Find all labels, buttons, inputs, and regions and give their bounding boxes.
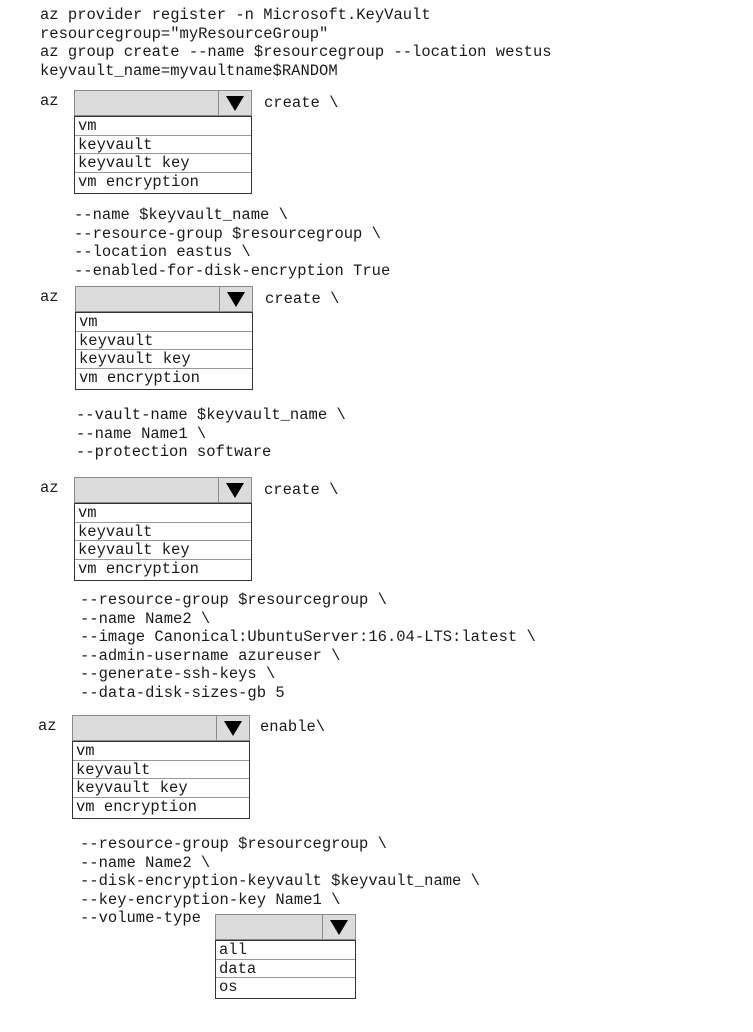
code-line: --resource-group $resourcegroup \ bbox=[80, 835, 387, 853]
option-keyvault[interactable]: keyvault bbox=[76, 332, 252, 351]
option-vm[interactable]: vm bbox=[75, 504, 251, 523]
intro-line: az provider register -n Microsoft.KeyVau… bbox=[40, 6, 431, 24]
command-suffix: create \ bbox=[264, 481, 339, 499]
chevron-down-icon bbox=[226, 95, 244, 111]
command-dropdown-1[interactable] bbox=[74, 90, 252, 116]
code-line: --resource-group $resourcegroup \ bbox=[74, 224, 381, 243]
command-dropdown-4[interactable] bbox=[72, 715, 250, 741]
code-line: --key-encryption-key Name1 \ bbox=[80, 890, 341, 909]
code-line: --image Canonical:UbuntuServer:16.04-LTS… bbox=[80, 628, 536, 647]
dropdown-options-1: vm keyvault keyvault key vm encryption bbox=[74, 116, 252, 194]
volume-type-options: all data os bbox=[215, 940, 356, 999]
chevron-down-icon bbox=[330, 919, 348, 935]
option-vm[interactable]: vm bbox=[75, 117, 251, 136]
option-vm-encryption[interactable]: vm encryption bbox=[78, 560, 199, 579]
option-vm[interactable]: vm bbox=[73, 742, 249, 761]
option-keyvault-key[interactable]: keyvault key bbox=[73, 779, 249, 799]
code-line: --name Name1 \ bbox=[76, 424, 207, 443]
dropdown-options-2: vm keyvault keyvault key vm encryption bbox=[75, 312, 253, 390]
intro-line: az group create --name $resourcegroup --… bbox=[40, 43, 552, 62]
option-keyvault-key[interactable]: keyvault key bbox=[75, 154, 251, 174]
option-keyvault[interactable]: keyvault bbox=[75, 136, 251, 155]
code-line: --protection software bbox=[76, 443, 272, 462]
command-dropdown-3[interactable] bbox=[74, 477, 252, 503]
dropdown-toggle-button[interactable] bbox=[218, 91, 251, 115]
dropdown-toggle-button[interactable] bbox=[322, 915, 355, 939]
option-vm-encryption[interactable]: vm encryption bbox=[78, 173, 199, 192]
option-os[interactable]: os bbox=[219, 978, 238, 997]
option-keyvault[interactable]: keyvault bbox=[75, 523, 251, 542]
chevron-down-icon bbox=[224, 720, 242, 736]
dropdown-options-4: vm keyvault keyvault key vm encryption bbox=[72, 741, 250, 819]
intro-line: keyvault_name=myvaultname$RANDOM bbox=[40, 61, 338, 80]
volume-type-dropdown[interactable] bbox=[215, 914, 356, 940]
command-suffix: enable\ bbox=[260, 718, 326, 736]
option-keyvault[interactable]: keyvault bbox=[73, 761, 249, 780]
command-suffix: create \ bbox=[264, 94, 339, 112]
option-all[interactable]: all bbox=[216, 941, 355, 960]
chevron-down-icon bbox=[226, 482, 244, 498]
option-data[interactable]: data bbox=[216, 960, 355, 979]
code-line: --enabled-for-disk-encryption True bbox=[74, 261, 391, 280]
dropdown-toggle-button[interactable] bbox=[216, 716, 249, 740]
code-line: --name $keyvault_name \ bbox=[74, 206, 288, 224]
az-prefix: az bbox=[40, 92, 59, 110]
chevron-down-icon bbox=[227, 291, 245, 307]
option-keyvault-key[interactable]: keyvault key bbox=[76, 350, 252, 370]
az-prefix: az bbox=[40, 479, 59, 497]
code-line: --vault-name $keyvault_name \ bbox=[76, 406, 346, 424]
dropdown-toggle-button[interactable] bbox=[218, 478, 251, 502]
option-vm-encryption[interactable]: vm encryption bbox=[79, 369, 200, 388]
volume-type-label: --volume-type bbox=[80, 909, 201, 928]
intro-line: resourcegroup="myResourceGroup" bbox=[40, 24, 329, 43]
code-line: --location eastus \ bbox=[74, 243, 251, 262]
code-line: --name Name2 \ bbox=[80, 853, 211, 872]
code-line: --disk-encryption-keyvault $keyvault_nam… bbox=[80, 872, 480, 891]
dropdown-toggle-button[interactable] bbox=[219, 287, 252, 311]
option-vm-encryption[interactable]: vm encryption bbox=[76, 798, 197, 817]
az-prefix: az bbox=[40, 288, 59, 306]
az-prefix: az bbox=[38, 717, 57, 735]
code-line: --generate-ssh-keys \ bbox=[80, 665, 276, 684]
command-dropdown-2[interactable] bbox=[75, 286, 253, 312]
option-vm[interactable]: vm bbox=[76, 313, 252, 332]
command-suffix: create \ bbox=[265, 290, 340, 308]
code-line: --name Name2 \ bbox=[80, 609, 211, 628]
code-line: --admin-username azureuser \ bbox=[80, 646, 341, 665]
code-line: --resource-group $resourcegroup \ bbox=[80, 591, 387, 609]
code-line: --data-disk-sizes-gb 5 bbox=[80, 684, 285, 702]
option-keyvault-key[interactable]: keyvault key bbox=[75, 541, 251, 561]
dropdown-options-3: vm keyvault keyvault key vm encryption bbox=[74, 503, 252, 581]
